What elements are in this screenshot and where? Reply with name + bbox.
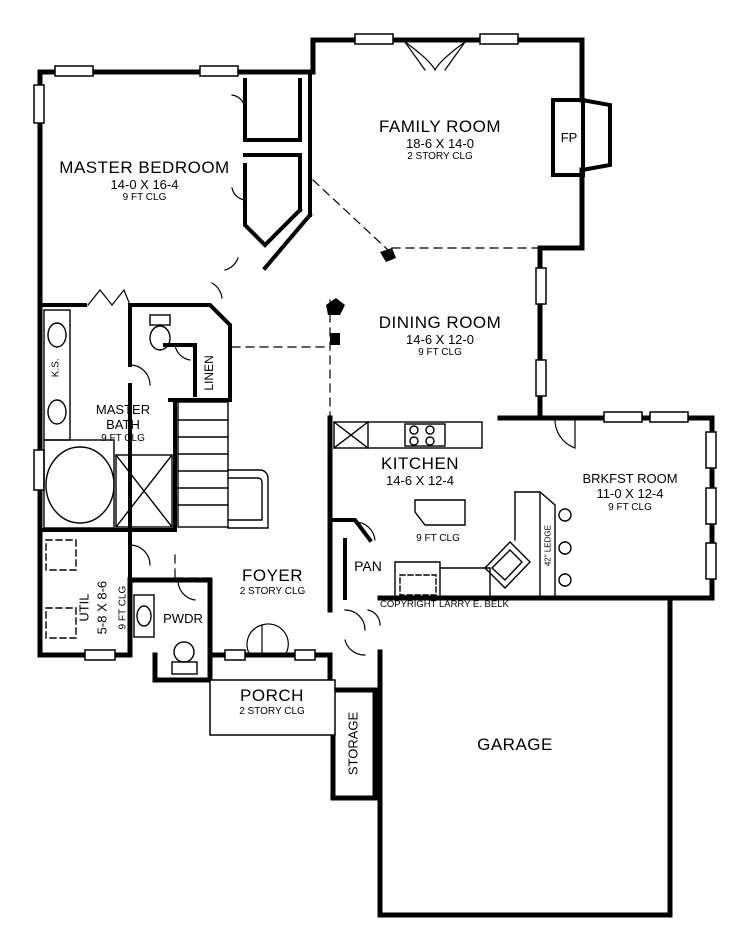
powder-label: PWDR [163,611,203,626]
master-bath-ceiling: 9 FT CLG [101,432,145,444]
master-bath-label: MASTER BATH 9 FT CLG [78,402,168,444]
family-room-name: FAMILY ROOM [378,117,501,136]
dining-room-dims: 14-6 X 12-0 [406,331,474,347]
fireplace-outline [551,97,612,177]
master-bedroom-label: MASTER BEDROOM 14-0 X 16-4 9 FT CLG [42,158,247,204]
breakfast-room-name: BRKFST ROOM [582,471,678,486]
breakfast-room-label: BRKFST ROOM 11-0 X 12-4 9 FT CLG [560,471,700,513]
ks-label: K.S. [50,358,62,378]
breakfast-room-ceiling: 9 FT CLG [608,501,652,513]
family-room-ceiling: 2 STORY CLG [407,151,473,163]
util-dims: 5-8 X 8-6 [94,580,110,635]
master-bath-name-2: BATH [106,416,140,432]
dining-room-name: DINING ROOM [378,313,502,332]
porch-name: PORCH [240,686,304,705]
breakfast-room-dims: 11-0 X 12-4 [596,485,664,501]
kitchen-label: KITCHEN 14-6 X 12-4 [360,454,480,488]
fixtures [43,309,572,675]
storage-label: STORAGE [345,711,361,776]
foyer-name: FOYER [241,566,304,585]
pantry-label: PAN [354,558,382,574]
foyer-ceiling: 2 STORY CLG [239,585,306,597]
util-name: UTIL [76,593,92,622]
interior-walls [38,70,373,657]
family-room-dims: 18-6 X 14-0 [406,135,474,151]
dashed-lines [174,179,541,581]
util-ceiling: 9 FT CLG [117,585,129,630]
windows [33,33,717,736]
garage-label: GARAGE [477,735,553,754]
kitchen-name: KITCHEN [380,454,460,473]
doors [87,41,576,656]
kitchen-ceiling: 9 FT CLG [416,533,460,544]
ledge-label: 42" LEDGE [543,525,553,567]
dining-room-ceiling: 9 FT CLG [418,347,462,359]
dining-room-label: DINING ROOM 14-6 X 12-0 9 FT CLG [355,313,525,359]
columns [326,248,396,345]
porch-label: PORCH 2 STORY CLG [218,686,326,717]
fireplace-label: FP [560,130,578,145]
master-bedroom-name: MASTER BEDROOM [59,158,230,177]
master-bath-name-1: MASTER [95,402,151,417]
master-bedroom-ceiling: 9 FT CLG [122,192,167,204]
util-label: UTIL 5-8 X 8-6 9 FT CLG [75,553,130,663]
foyer-label: FOYER 2 STORY CLG [225,566,320,597]
linen-label: LINEN [202,355,217,391]
copyright-text: COPYRIGHT LARRY E. BELK [380,599,509,610]
master-bedroom-dims: 14-0 X 16-4 [110,176,179,192]
kitchen-dims: 14-6 X 12-4 [386,472,454,488]
family-room-label: FAMILY ROOM 18-6 X 14-0 2 STORY CLG [355,117,525,163]
porch-ceiling: 2 STORY CLG [239,705,305,717]
